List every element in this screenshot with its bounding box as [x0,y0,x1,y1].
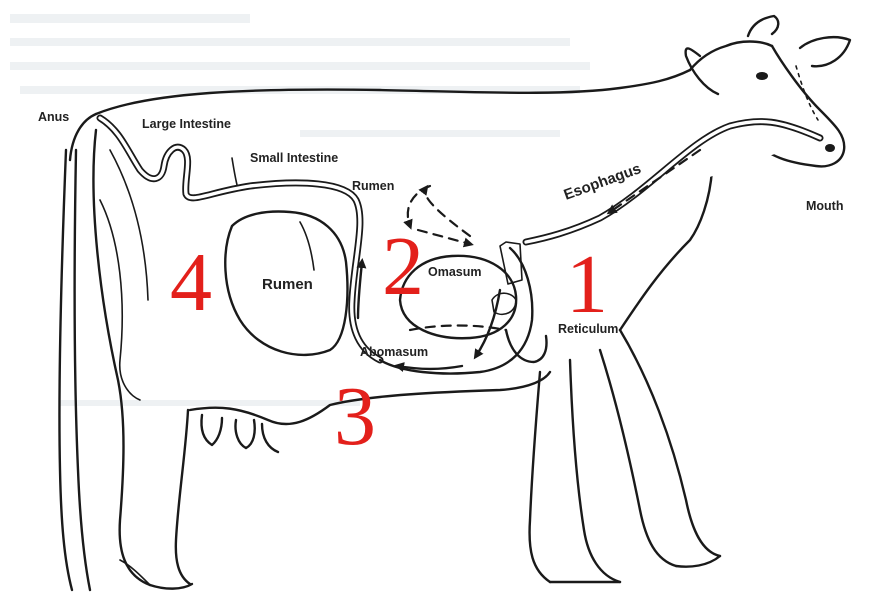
label-mouth: Mouth [806,199,843,213]
label-large-intestine: Large Intestine [142,117,231,131]
number-1: 1 [566,238,608,331]
label-rumen-main: Rumen [262,276,313,293]
number-3: 3 [334,370,376,463]
label-small-intestine: Small Intestine [250,151,338,165]
label-omasum: Omasum [428,265,482,279]
number-4: 4 [170,236,212,329]
number-2: 2 [382,220,424,313]
label-anus: Anus [38,110,69,124]
label-abomasum: Abomasum [360,345,428,359]
label-rumen-top: Rumen [352,179,394,193]
